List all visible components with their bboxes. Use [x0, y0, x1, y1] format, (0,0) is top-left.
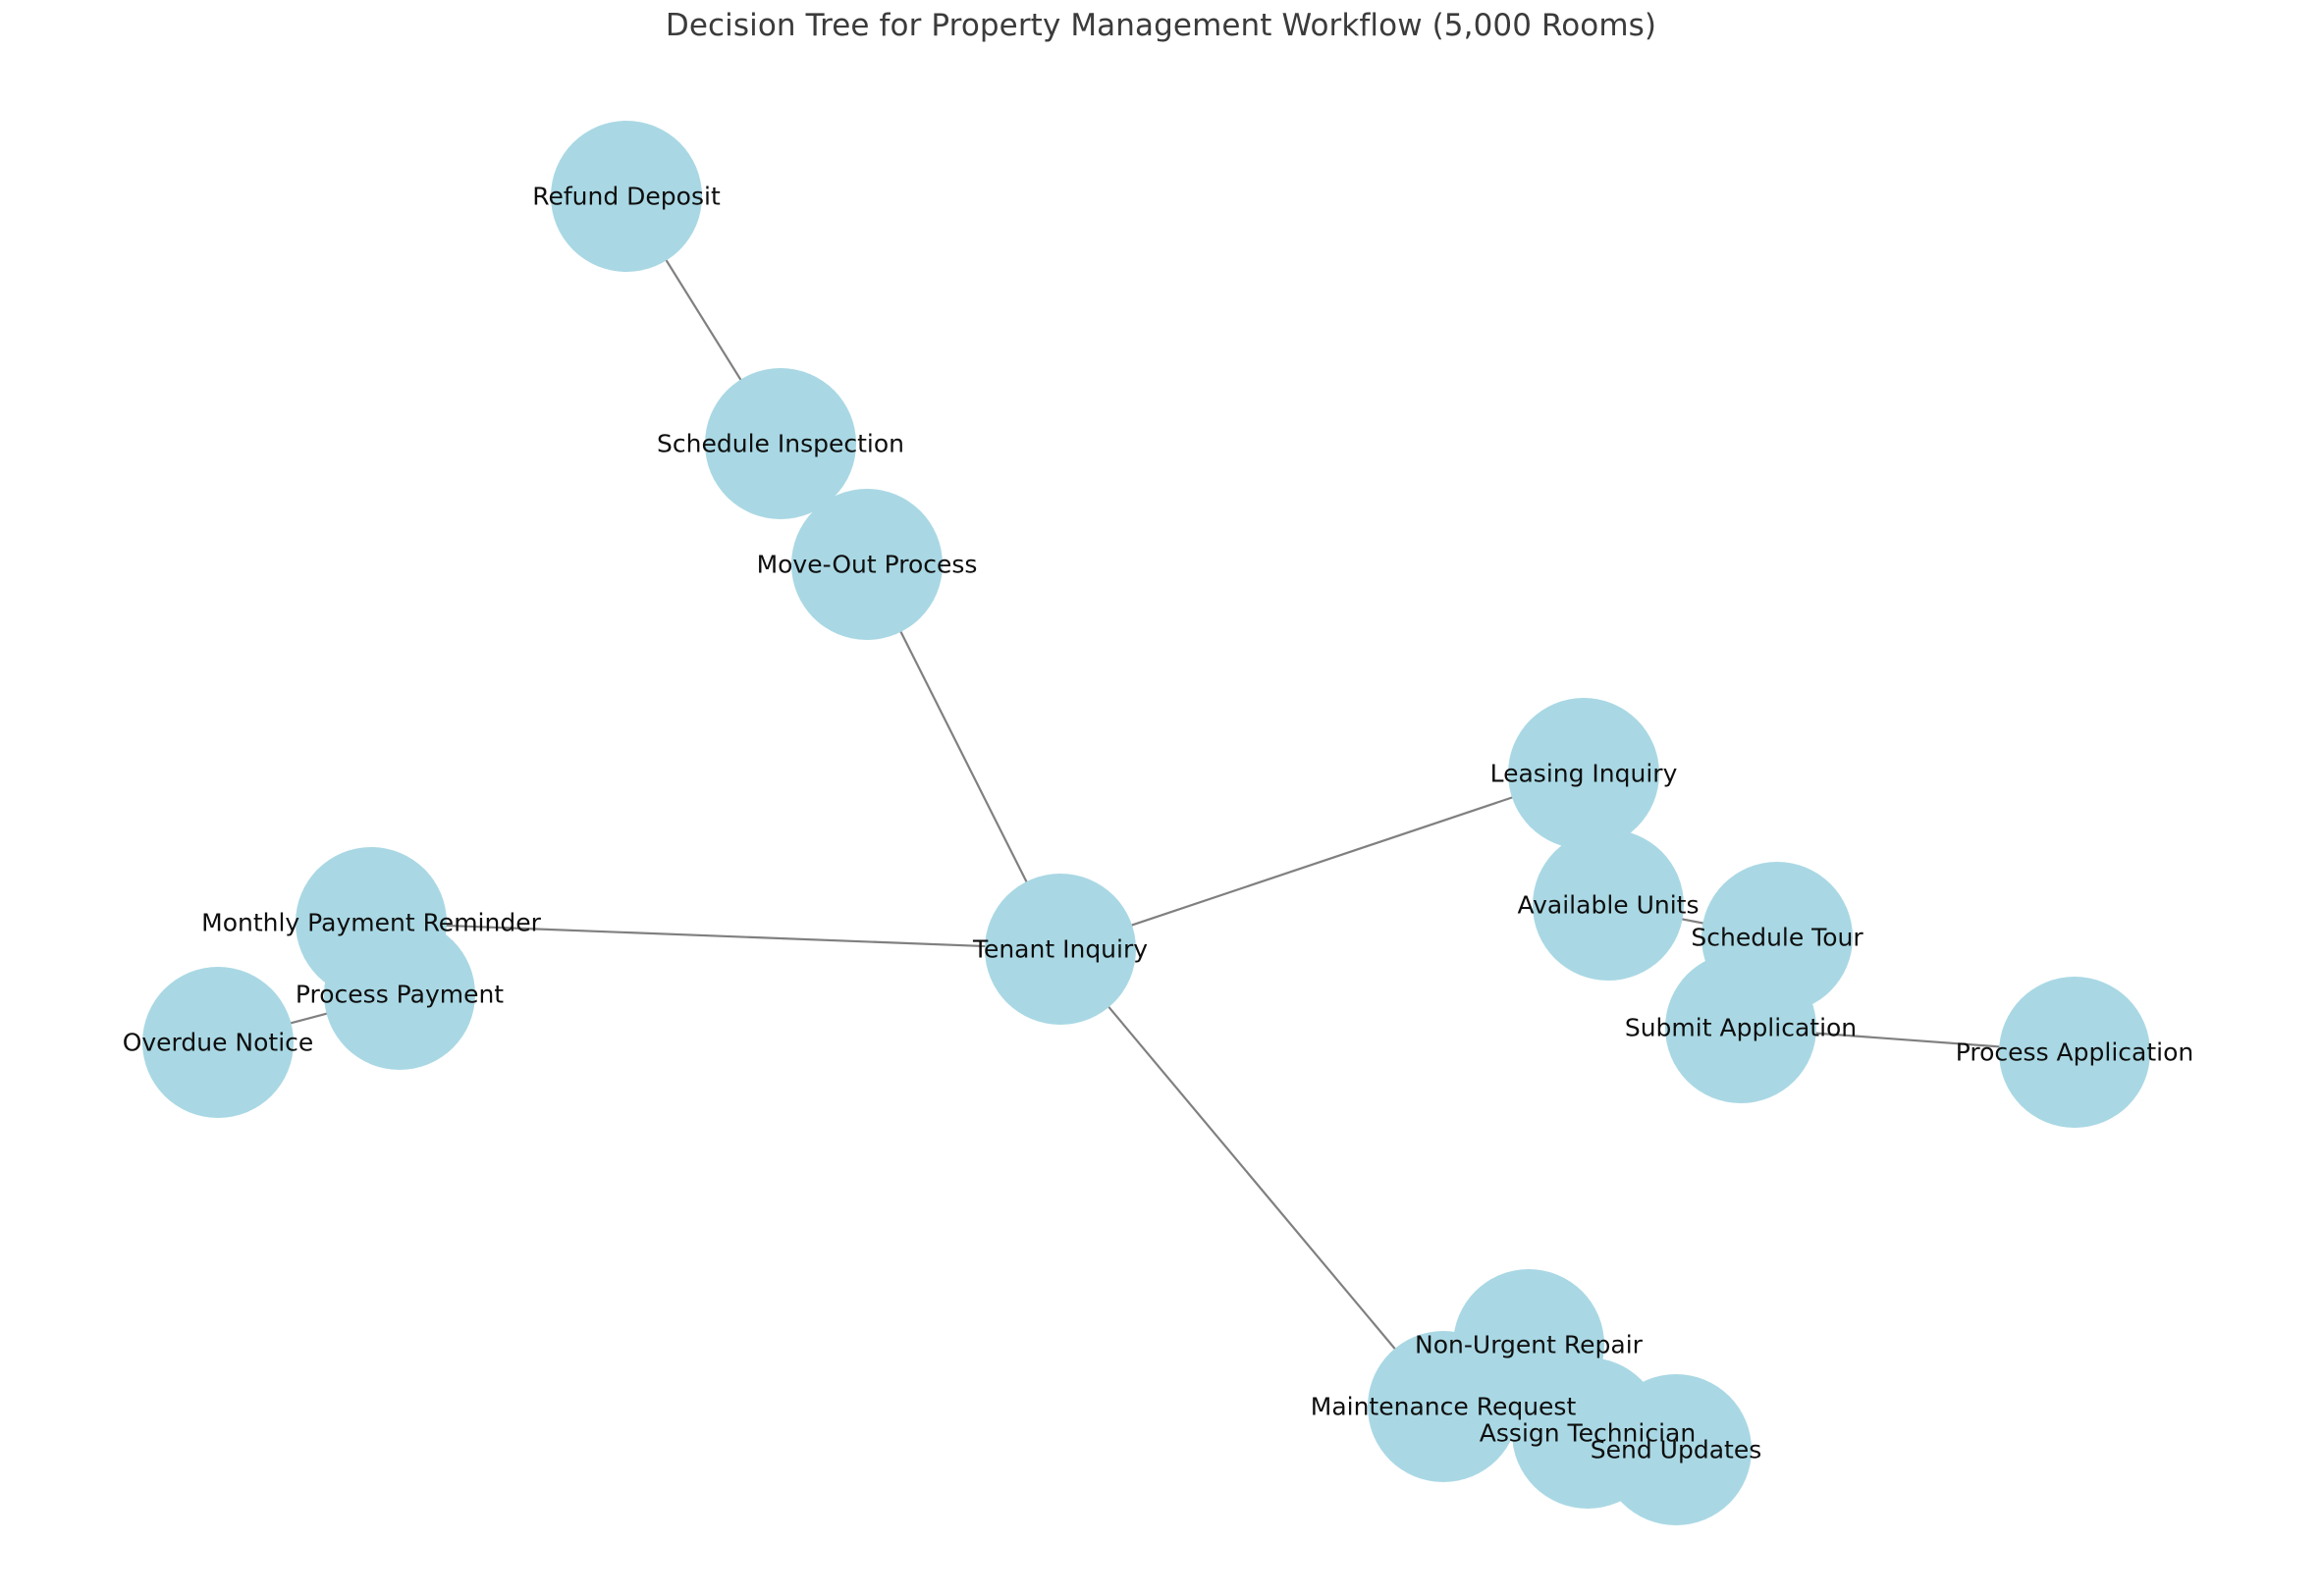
graph-node-overdue-notice[interactable]	[142, 967, 294, 1118]
graph-node-leasing-inquiry[interactable]	[1508, 698, 1659, 849]
graph-edge	[369, 921, 1062, 951]
nodes-layer	[142, 121, 2150, 1525]
graph-node-tenant-inquiry[interactable]	[985, 874, 1136, 1025]
graph-node-process-payment[interactable]	[324, 919, 475, 1070]
graph-node-submit-application[interactable]	[1665, 952, 1816, 1103]
graph-node-refund-deposit[interactable]	[551, 121, 702, 272]
page-title: Decision Tree for Property Management Wo…	[665, 8, 1657, 43]
graph-node-send-updates[interactable]	[1600, 1374, 1752, 1525]
graph-node-move-out-process[interactable]	[791, 489, 943, 640]
graph-node-schedule-inspection[interactable]	[705, 368, 856, 519]
graph-node-available-units[interactable]	[1533, 829, 1684, 981]
graph-edge	[1058, 947, 1445, 1409]
graph-node-process-application[interactable]	[1999, 977, 2150, 1128]
graph-edge	[1058, 771, 1586, 951]
edges-layer	[216, 194, 2077, 1452]
